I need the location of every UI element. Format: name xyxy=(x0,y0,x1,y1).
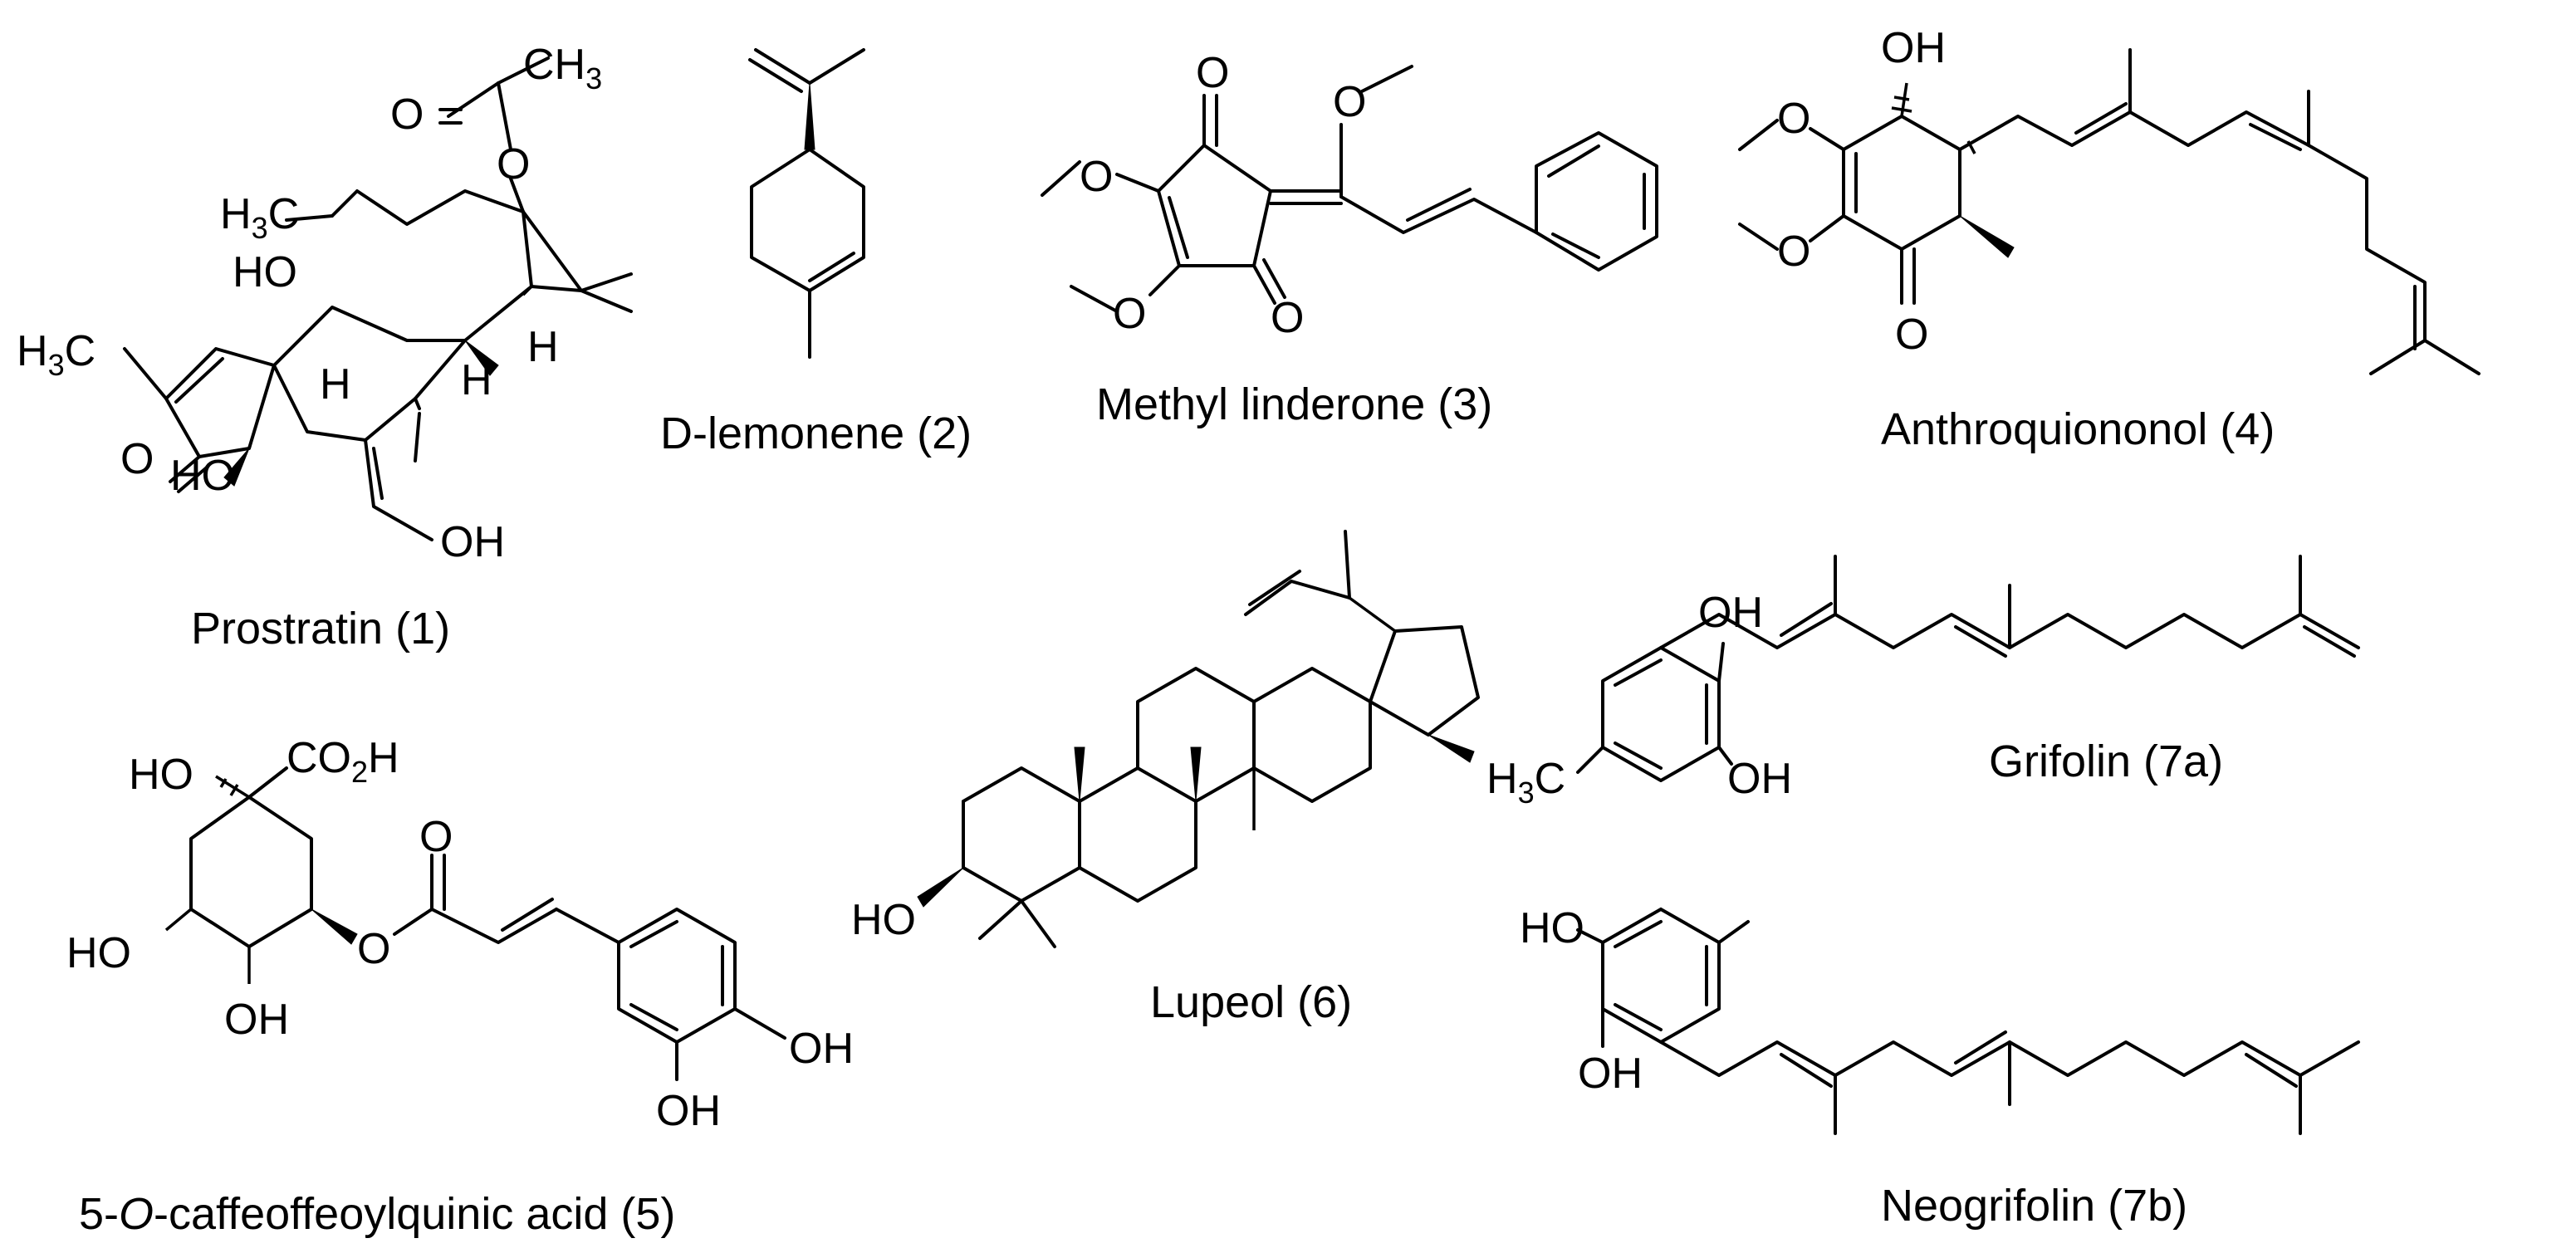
anthroquiononol-o-methoxy-1: O xyxy=(1777,95,1810,143)
prostratin-o-ketone: O xyxy=(120,435,154,483)
grifolin-oh-bottom: OH xyxy=(1727,755,1792,803)
prostratin-h3c-2-c: C xyxy=(65,327,96,375)
grifolin-oh-top: OH xyxy=(1698,589,1763,637)
prostratin-ho-2: HO xyxy=(170,452,235,500)
prostratin-o-ester: O xyxy=(497,140,530,188)
quinic-ho-left: HO xyxy=(66,929,131,977)
svg-text:CO2H: CO2H xyxy=(286,734,399,789)
compound-methyl-linderone: O O O O O Methyl linderone (3) xyxy=(1041,49,1658,429)
prostratin-h-1: H xyxy=(320,360,351,409)
caption-neogrifolin: Neogrifolin (7b) xyxy=(1881,1181,2187,1231)
lupeol-ho: HO xyxy=(851,896,916,944)
quinic-o-ester: O xyxy=(357,925,390,973)
prostratin-oh: OH xyxy=(440,518,505,566)
svg-text:H3C: H3C xyxy=(17,327,95,382)
linderone-o-top: O xyxy=(1196,49,1229,97)
caffeoyl-oh-1: OH xyxy=(789,1025,854,1073)
caption-lupeol: Lupeol (6) xyxy=(1150,977,1352,1027)
caption-d-lemonene: D-lemonene (2) xyxy=(660,409,972,458)
prostratin-h-3: H xyxy=(527,323,559,371)
caption-anthroquiononol: Anthroquiononol (4) xyxy=(1881,404,2275,454)
linderone-o-methoxy-1: O xyxy=(1333,78,1366,126)
grifolin-h3c-h: H xyxy=(1486,755,1518,803)
compound-prostratin: CH3 O O H3C H3C HO H H H O HO OH Prostra… xyxy=(17,41,633,653)
quinic-co2h-h: H xyxy=(368,734,399,782)
compound-grifolin: OH OH H3C Grifolin (7a) xyxy=(1486,555,2360,810)
caption-prostratin: Prostratin (1) xyxy=(191,604,450,653)
prostratin-h3c-2-sub: 3 xyxy=(48,348,65,382)
prostratin-h3c-2-h: H xyxy=(17,327,48,375)
compound-anthroquiononol: OH O O O Anthroquiononol (4) xyxy=(1738,24,2481,454)
caption-methyl-linderone: Methyl linderone (3) xyxy=(1096,379,1492,429)
grifolin-h3c-sub: 3 xyxy=(1518,776,1535,810)
prostratin-ho-1: HO xyxy=(233,248,297,296)
prostratin-h3c-1-c: C xyxy=(268,190,300,238)
caption-caffeoylquinic-acid: 5-O-caffeoffeoylquinic acid (5) xyxy=(79,1189,675,1239)
linderone-o-methoxy-3: O xyxy=(1113,290,1146,338)
neogrifolin-ho-top: HO xyxy=(1520,904,1584,952)
prostratin-ch3-label: CH xyxy=(523,41,585,89)
prostratin-h3c-1-h: H xyxy=(220,190,252,238)
compound-neogrifolin: HO OH Neogrifolin (7b) xyxy=(1520,904,2360,1231)
svg-text:CH3: CH3 xyxy=(523,41,602,95)
svg-text:H3C: H3C xyxy=(1486,755,1565,810)
caption-grifolin: Grifolin (7a) xyxy=(1989,737,2223,786)
grifolin-h3c-c: C xyxy=(1535,755,1566,803)
compound-caffeoylquinic-acid: HO CO2H HO OH O O OH OH 5-O-caffeoffeoyl… xyxy=(66,734,854,1239)
prostratin-h-2: H xyxy=(461,356,492,404)
prostratin-o-carbonyl: O xyxy=(390,91,424,139)
linderone-o-methoxy-2: O xyxy=(1080,153,1113,201)
quinic-oh-bottom: OH xyxy=(224,996,289,1044)
prostratin-ch3-subscript: 3 xyxy=(585,61,602,95)
anthroquiononol-o-methoxy-2: O xyxy=(1777,228,1810,276)
caffeoyl-oh-2: OH xyxy=(656,1087,721,1135)
compound-d-lemonene: D-lemonene (2) xyxy=(660,48,972,458)
svg-text:H3C: H3C xyxy=(220,190,299,245)
quinic-co2h-co: CO xyxy=(286,734,351,782)
anthroquiononol-oh-top: OH xyxy=(1881,24,1946,72)
linderone-o-bottom: O xyxy=(1271,294,1304,342)
quinic-o-carbonyl: O xyxy=(419,813,453,861)
quinic-co2h-sub: 2 xyxy=(351,755,368,789)
quinic-ho-top: HO xyxy=(129,751,193,799)
anthroquiononol-o-ketone: O xyxy=(1895,311,1928,359)
neogrifolin-oh-bottom: OH xyxy=(1578,1050,1643,1098)
prostratin-h3c-1-sub: 3 xyxy=(252,211,268,245)
compound-lupeol: HO Lupeol (6) xyxy=(851,530,1480,1027)
